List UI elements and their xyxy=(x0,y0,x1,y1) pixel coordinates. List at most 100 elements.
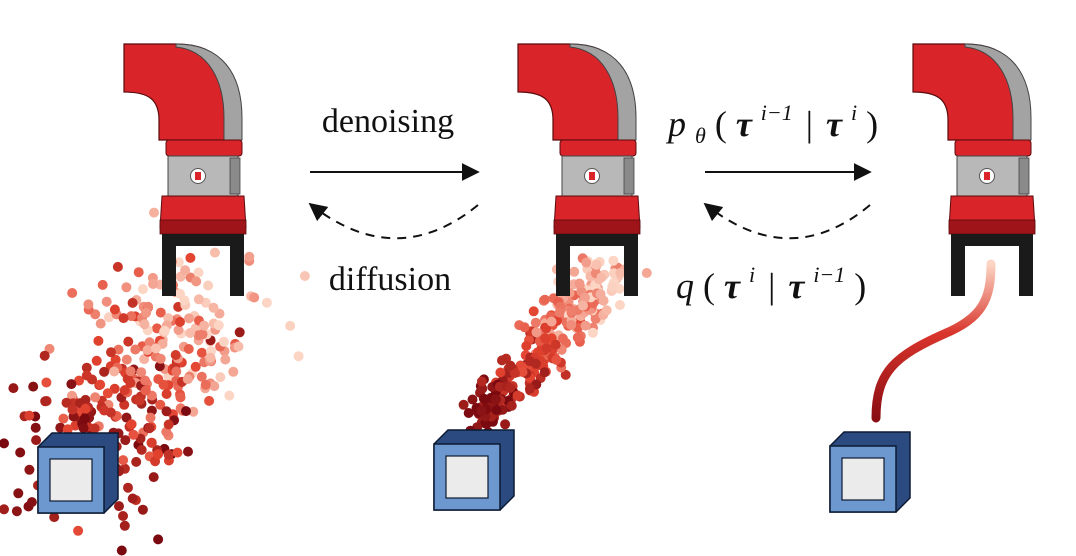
trajectory-point xyxy=(171,350,181,360)
trajectory-point xyxy=(58,414,68,424)
formula-theta: θ xyxy=(695,123,706,148)
trajectory-point xyxy=(599,296,609,306)
trajectory-point xyxy=(146,413,156,423)
trajectory-point xyxy=(581,321,591,331)
trajectory-point xyxy=(102,297,112,307)
trajectory-point xyxy=(99,367,109,377)
trajectory-point xyxy=(164,450,174,460)
trajectory-point xyxy=(479,394,489,404)
trajectory-point xyxy=(181,406,191,416)
trajectory-point xyxy=(125,378,135,388)
trajectory-point xyxy=(185,328,195,338)
trajectory-point xyxy=(149,472,159,482)
formula-tau-q2: τ xyxy=(788,266,805,306)
trajectory-point xyxy=(41,378,51,388)
trajectory-point xyxy=(160,326,170,336)
trajectory-point xyxy=(513,391,523,401)
formula-sup-q1: i xyxy=(749,262,755,287)
trajectory-point xyxy=(151,343,161,353)
trajectory-point xyxy=(592,260,602,270)
trajectory-point xyxy=(66,379,76,389)
trajectory-point xyxy=(137,445,147,455)
trajectory-point xyxy=(203,281,213,291)
trajectory-point xyxy=(93,336,103,346)
trajectory-point xyxy=(96,319,106,329)
trajectory-point xyxy=(153,449,163,459)
trajectory-point xyxy=(228,367,238,377)
trajectory-point xyxy=(602,305,612,315)
trajectory-point xyxy=(109,367,119,377)
formula-close-q: ) xyxy=(854,266,866,306)
trajectory-point xyxy=(79,423,89,433)
trajectory-point xyxy=(642,268,652,278)
formula-tau-2: τ xyxy=(826,104,843,144)
trajectory-point xyxy=(578,301,588,311)
trajectory-point xyxy=(540,333,550,343)
formula-sup-q2: i−1 xyxy=(813,262,845,287)
trajectory-point xyxy=(183,447,193,457)
trajectory-point xyxy=(90,392,100,402)
reverse-process-formula: p θ ( τ i−1 | τ i ) xyxy=(665,88,878,151)
trajectory-point xyxy=(144,423,154,433)
trajectory-point xyxy=(607,282,617,292)
backward-arrow-right xyxy=(705,204,870,238)
trajectory-point xyxy=(24,465,34,475)
trajectory-point xyxy=(615,300,625,310)
trajectory-point xyxy=(219,337,229,347)
trajectory-point xyxy=(122,355,132,365)
trajectory-point xyxy=(588,328,598,338)
clean-trajectory xyxy=(876,264,991,418)
formula-open: ( xyxy=(715,104,727,144)
trajectory-point xyxy=(224,391,234,401)
trajectory-point xyxy=(209,381,219,391)
trajectory-point xyxy=(566,320,576,330)
trajectory-point xyxy=(153,534,163,544)
trajectory-point xyxy=(495,368,505,378)
trajectory-point xyxy=(40,351,50,361)
trajectory-point xyxy=(162,389,172,399)
trajectory-point xyxy=(123,483,133,493)
trajectory-point xyxy=(191,362,201,372)
formula-bar: | xyxy=(806,104,813,144)
trajectory-point xyxy=(131,457,141,467)
trajectory-point xyxy=(123,337,133,347)
trajectory-point xyxy=(73,526,83,536)
trajectory-point xyxy=(540,295,550,305)
trajectory-point xyxy=(80,404,90,414)
trajectory-point xyxy=(114,501,124,511)
trajectory-point xyxy=(67,288,77,298)
trajectory-point xyxy=(209,303,219,313)
trajectory-point xyxy=(215,372,225,382)
trajectory-point xyxy=(184,313,194,323)
trajectory-point xyxy=(164,420,174,430)
trajectory-point xyxy=(110,305,120,315)
trajectory-point xyxy=(214,320,224,330)
formula-close: ) xyxy=(866,104,878,144)
trajectory-point xyxy=(117,546,127,556)
target-box-icon-1 xyxy=(38,433,118,513)
trajectory-point xyxy=(134,267,144,277)
trajectory-point xyxy=(121,282,131,292)
trajectory-point xyxy=(540,367,550,377)
trajectory-point xyxy=(180,265,190,275)
trajectory-point xyxy=(135,396,145,406)
trajectory-point xyxy=(159,380,169,390)
trajectory-point xyxy=(24,411,34,421)
trajectory-point xyxy=(505,383,515,393)
formula-open-q: ( xyxy=(703,266,715,306)
trajectory-point xyxy=(551,355,561,365)
trajectory-point xyxy=(505,361,515,371)
trajectory-point xyxy=(98,280,108,290)
trajectory-point xyxy=(206,353,216,363)
trajectory-point xyxy=(234,342,244,352)
formula-tau-1: τ xyxy=(736,104,753,144)
trajectory-point xyxy=(575,279,585,289)
trajectory-point xyxy=(262,298,272,308)
trajectory-point xyxy=(119,313,129,323)
trajectory-point xyxy=(184,344,194,354)
trajectory-point xyxy=(500,419,510,429)
trajectory-point xyxy=(194,268,204,278)
trajectory-point xyxy=(106,347,116,357)
trajectory-point xyxy=(468,395,478,405)
partial-points xyxy=(459,253,652,449)
